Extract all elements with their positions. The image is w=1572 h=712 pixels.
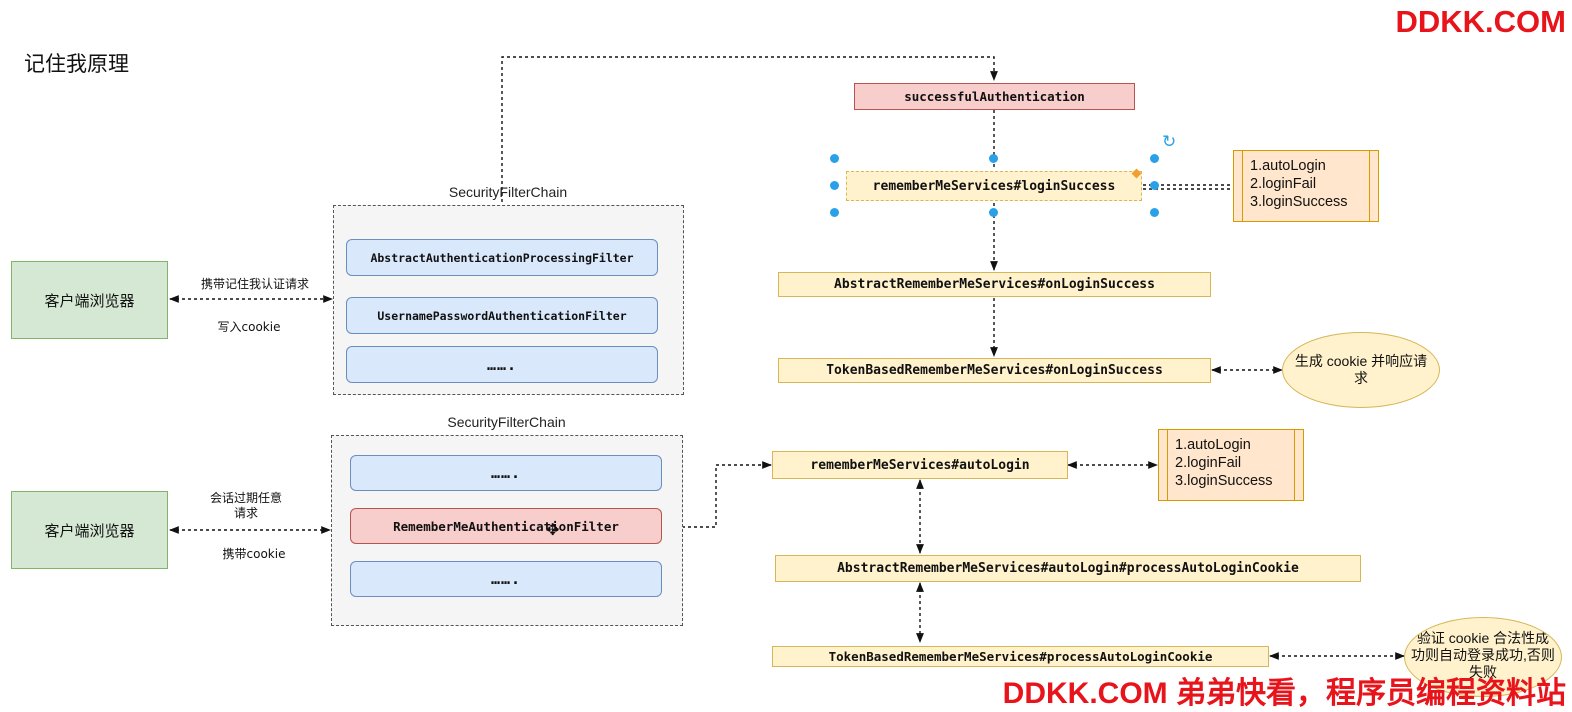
filter-ellipsis-bottom-2: …….	[350, 561, 662, 597]
method-item: 1.autoLogin	[1250, 158, 1326, 174]
request-label-top: 携带记住我认证请求	[200, 277, 309, 291]
login-success-box: rememberMeServices#loginSuccess	[846, 171, 1142, 201]
request-label-bottom: 会话过期任意请求	[210, 491, 283, 520]
page-title: 记住我原理	[24, 52, 129, 76]
token-on-login-success: TokenBasedRememberMeServices#onLoginSucc…	[778, 358, 1211, 383]
rotate-icon[interactable]: ↻	[1162, 132, 1177, 152]
abstract-auto-login-box: AbstractRememberMeServices#autoLogin#pro…	[775, 555, 1361, 582]
selection-handle[interactable]	[989, 208, 998, 217]
successful-authentication-box: successfulAuthentication	[854, 83, 1135, 110]
methods-list-bottom: 1.autoLogin 2.loginFail 3.loginSuccess	[1158, 429, 1304, 501]
username-password-auth-filter: UsernamePasswordAuthenticationFilter	[346, 297, 658, 334]
selection-handle[interactable]	[1150, 181, 1159, 190]
cookie-label-bottom: 携带cookie	[222, 547, 286, 561]
auto-login-box: rememberMeServices#autoLogin	[772, 451, 1068, 479]
move-cursor-icon: ✥	[546, 520, 560, 539]
selection-handle[interactable]	[989, 154, 998, 163]
validate-cookie-ellipse: 验证 cookie 合法性成功则自动登录成功,否则失败	[1404, 617, 1562, 697]
token-process-cookie-box: TokenBasedRememberMeServices#processAuto…	[772, 646, 1269, 667]
method-item: 2.loginFail	[1250, 176, 1317, 192]
selection-handle[interactable]	[830, 208, 839, 217]
method-item: 3.loginSuccess	[1250, 194, 1348, 210]
abstract-auth-processing-filter: AbstractAuthenticationProcessingFilter	[346, 239, 658, 276]
watermark-top: DDKK.COM	[1395, 4, 1567, 39]
filter-ellipsis-top: …….	[346, 346, 658, 383]
selection-handle[interactable]	[830, 181, 839, 190]
filter-ellipsis-bottom-1: …….	[350, 455, 662, 491]
client-browser-top: 客户端浏览器	[11, 261, 168, 339]
remember-me-authentication-filter: RememberMeAuthenticationFilter	[350, 508, 662, 544]
abstract-on-login-success: AbstractRememberMeServices#onLoginSucces…	[778, 272, 1211, 297]
cookie-label-top: 写入cookie	[217, 320, 281, 334]
selection-handle[interactable]	[1150, 154, 1159, 163]
selection-handle[interactable]	[830, 154, 839, 163]
chain-label-top: SecurityFilterChain	[448, 184, 568, 200]
watermark-bottom: DDKK.COM 弟弟快看，程序员编程资料站	[1002, 677, 1566, 710]
method-item: 2.loginFail	[1175, 455, 1242, 471]
methods-list-top: 1.autoLogin 2.loginFail 3.loginSuccess	[1233, 150, 1379, 222]
method-item: 1.autoLogin	[1175, 437, 1251, 453]
method-item: 3.loginSuccess	[1175, 473, 1273, 489]
client-browser-bottom: 客户端浏览器	[11, 491, 168, 569]
chain-label-bottom: SecurityFilterChain	[447, 414, 566, 430]
generate-cookie-ellipse: 生成 cookie 并响应请求	[1282, 332, 1440, 408]
selection-handle[interactable]	[1150, 208, 1159, 217]
